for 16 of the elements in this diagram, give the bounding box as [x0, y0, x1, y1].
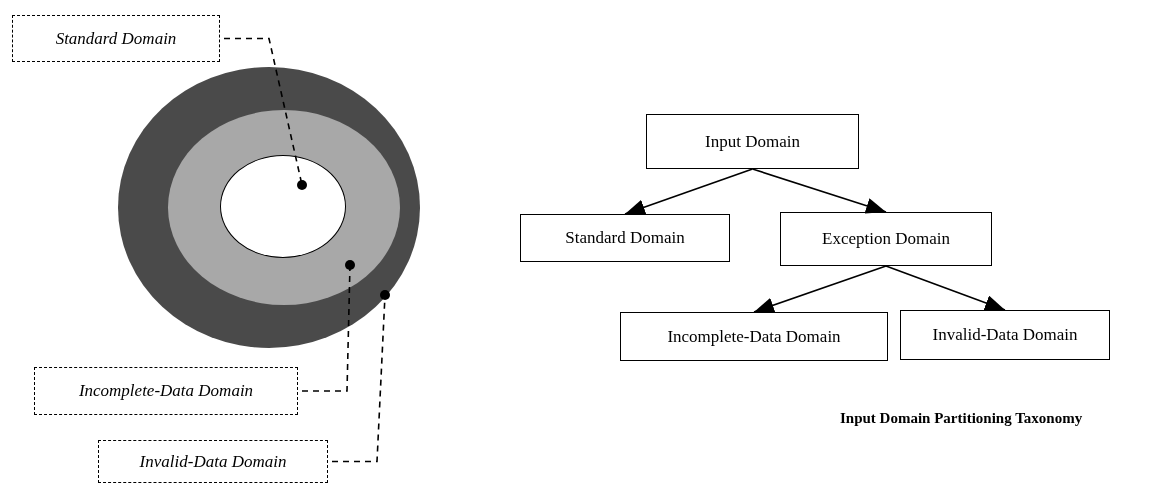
arrow	[624, 168, 754, 215]
process-box: Incomplete-Data Domain	[620, 312, 888, 361]
caption: Input Domain Partitioning Taxonomy	[840, 410, 1083, 427]
process-box: Invalid-Data Domain	[900, 310, 1110, 360]
callout-box: Standard Domain	[12, 15, 220, 62]
process-box: Input Domain	[646, 114, 859, 169]
arrow	[751, 168, 887, 214]
callout-box: Invalid-Data Domain	[98, 440, 328, 483]
arrow	[753, 265, 887, 313]
leader-line	[331, 290, 390, 463]
leader-line	[223, 37, 307, 190]
leader-line	[301, 260, 355, 392]
arrow	[885, 265, 1006, 311]
process-box: Exception Domain	[780, 212, 992, 266]
process-box: Standard Domain	[520, 214, 730, 262]
callout-box: Incomplete-Data Domain	[34, 367, 298, 415]
